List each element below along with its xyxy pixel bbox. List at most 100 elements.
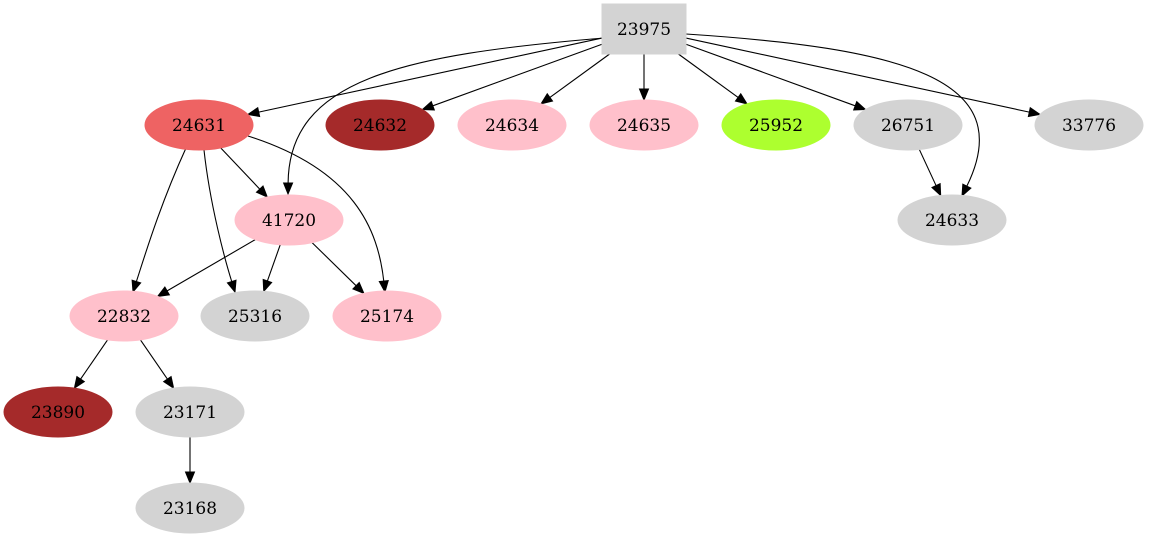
- edge-24631-to-25316: [203, 149, 237, 294]
- edge-41720-to-25316: [262, 244, 281, 293]
- edges-layer: [73, 33, 1042, 485]
- node-24632-shape: [325, 99, 435, 151]
- edge-23975-to-26751-arrowhead: [852, 100, 867, 111]
- node-23890-label: 23890: [31, 403, 85, 423]
- edge-24631-to-22832: [131, 147, 187, 294]
- edge-41720-to-25174: [311, 242, 365, 295]
- node-25174-shape: [332, 290, 442, 342]
- edge-23975-to-26751: [685, 43, 867, 111]
- node-25174: 25174: [332, 290, 442, 342]
- edge-41720-to-25174-line: [311, 242, 357, 287]
- edge-23975-to-24634-line: [549, 53, 610, 98]
- edge-23975-to-33776-line: [685, 37, 1030, 113]
- edge-41720-to-22832: [156, 239, 256, 298]
- node-23975-shape: [601, 3, 687, 55]
- node-24633: 24633: [897, 194, 1007, 246]
- node-24634-shape: [457, 99, 567, 151]
- node-25316: 25316: [200, 290, 310, 342]
- node-24634: 24634: [457, 99, 567, 151]
- edge-26751-to-24633-arrowhead: [931, 182, 942, 197]
- node-23168-shape: [135, 482, 245, 534]
- node-41720-shape: [234, 194, 344, 246]
- edge-24631-to-41720-arrowhead: [255, 185, 269, 199]
- edge-24631-to-22832-arrowhead: [131, 279, 142, 294]
- edge-23171-to-23168-arrowhead: [184, 471, 196, 485]
- edge-22832-to-23171-line: [139, 339, 168, 380]
- node-24632-label: 24632: [353, 116, 407, 136]
- node-33776-shape: [1034, 99, 1144, 151]
- node-24635-shape: [589, 99, 699, 151]
- node-24631-label: 24631: [172, 116, 226, 136]
- node-23975: 23975: [601, 3, 687, 55]
- edge-23975-to-24631-line: [258, 37, 603, 113]
- node-22832: 22832: [69, 290, 179, 342]
- edge-24631-to-25316-arrowhead: [226, 279, 237, 294]
- node-26751-shape: [853, 99, 963, 151]
- node-25952: 25952: [721, 99, 831, 151]
- node-26751-label: 26751: [881, 116, 935, 136]
- node-24635-label: 24635: [617, 116, 671, 136]
- edge-23975-to-24632: [421, 43, 603, 111]
- node-41720-label: 41720: [262, 211, 316, 231]
- edge-23975-to-26751-line: [685, 43, 856, 107]
- edge-23975-to-24634-arrowhead: [539, 92, 554, 105]
- node-26751: 26751: [853, 99, 963, 151]
- edge-24631-to-41720: [220, 147, 269, 199]
- edge-23975-to-25952-arrowhead: [734, 92, 749, 105]
- node-23168: 23168: [135, 482, 245, 534]
- node-25174-label: 25174: [360, 307, 414, 327]
- edge-23975-to-24634: [539, 53, 610, 105]
- edge-23975-to-24635-arrowhead: [638, 88, 650, 102]
- edge-41720-to-22832-arrowhead: [156, 286, 171, 298]
- edge-22832-to-23171-arrowhead: [162, 375, 175, 390]
- node-25316-label: 25316: [228, 307, 282, 327]
- edge-41720-to-25174-arrowhead: [352, 281, 365, 295]
- edge-26751-to-24633-line: [918, 149, 937, 186]
- node-23171: 23171: [135, 386, 245, 438]
- edge-24631-to-25316-line: [203, 149, 233, 282]
- edge-23975-to-24633: [685, 33, 980, 198]
- edge-24631-to-22832-line: [135, 147, 187, 282]
- edge-41720-to-25316-line: [266, 244, 281, 282]
- edge-23171-to-23168: [184, 437, 196, 485]
- edge-24631-to-25174-arrowhead: [378, 279, 389, 294]
- edge-22832-to-23890-line: [80, 339, 109, 380]
- edge-23975-to-33776-arrowhead: [1027, 106, 1042, 118]
- edge-23975-to-41720-arrowhead: [282, 182, 294, 196]
- edge-24631-to-25174-line: [247, 135, 385, 282]
- node-24635: 24635: [589, 99, 699, 151]
- node-22832-shape: [69, 290, 179, 342]
- edge-41720-to-22832-line: [166, 239, 256, 292]
- edge-22832-to-23890: [73, 339, 109, 390]
- node-23171-shape: [135, 386, 245, 438]
- edge-23975-to-41720: [282, 37, 605, 196]
- edge-23975-to-33776: [685, 37, 1042, 118]
- node-23890-shape: [3, 386, 113, 438]
- edge-23975-to-25952-line: [678, 53, 739, 98]
- edge-23975-to-24632-line: [432, 43, 603, 107]
- edge-22832-to-23890-arrowhead: [73, 375, 86, 390]
- node-33776: 33776: [1034, 99, 1144, 151]
- edge-24631-to-41720-line: [220, 147, 261, 190]
- edge-23975-to-24631-arrowhead: [246, 106, 261, 118]
- edge-23975-to-24635: [638, 54, 650, 102]
- edge-23975-to-24633-arrowhead: [961, 183, 972, 198]
- node-24633-shape: [897, 194, 1007, 246]
- node-24633-label: 24633: [925, 211, 979, 231]
- node-23975-label: 23975: [617, 20, 671, 40]
- node-24632: 24632: [325, 99, 435, 151]
- node-23890: 23890: [3, 386, 113, 438]
- node-33776-label: 33776: [1062, 116, 1116, 136]
- edge-22832-to-23171: [139, 339, 175, 390]
- edge-23975-to-25952: [678, 53, 749, 105]
- node-25952-shape: [721, 99, 831, 151]
- edge-24631-to-25174: [247, 135, 389, 294]
- edge-23975-to-24632-arrowhead: [421, 100, 436, 111]
- nodes-layer: 23975 24631 24632 24634 24635 25952 26751 33776…: [3, 3, 1144, 534]
- node-25316-shape: [200, 290, 310, 342]
- node-41720: 41720: [234, 194, 344, 246]
- node-23171-label: 23171: [163, 403, 217, 423]
- node-25952-label: 25952: [749, 116, 803, 136]
- edge-41720-to-25316-arrowhead: [262, 278, 273, 293]
